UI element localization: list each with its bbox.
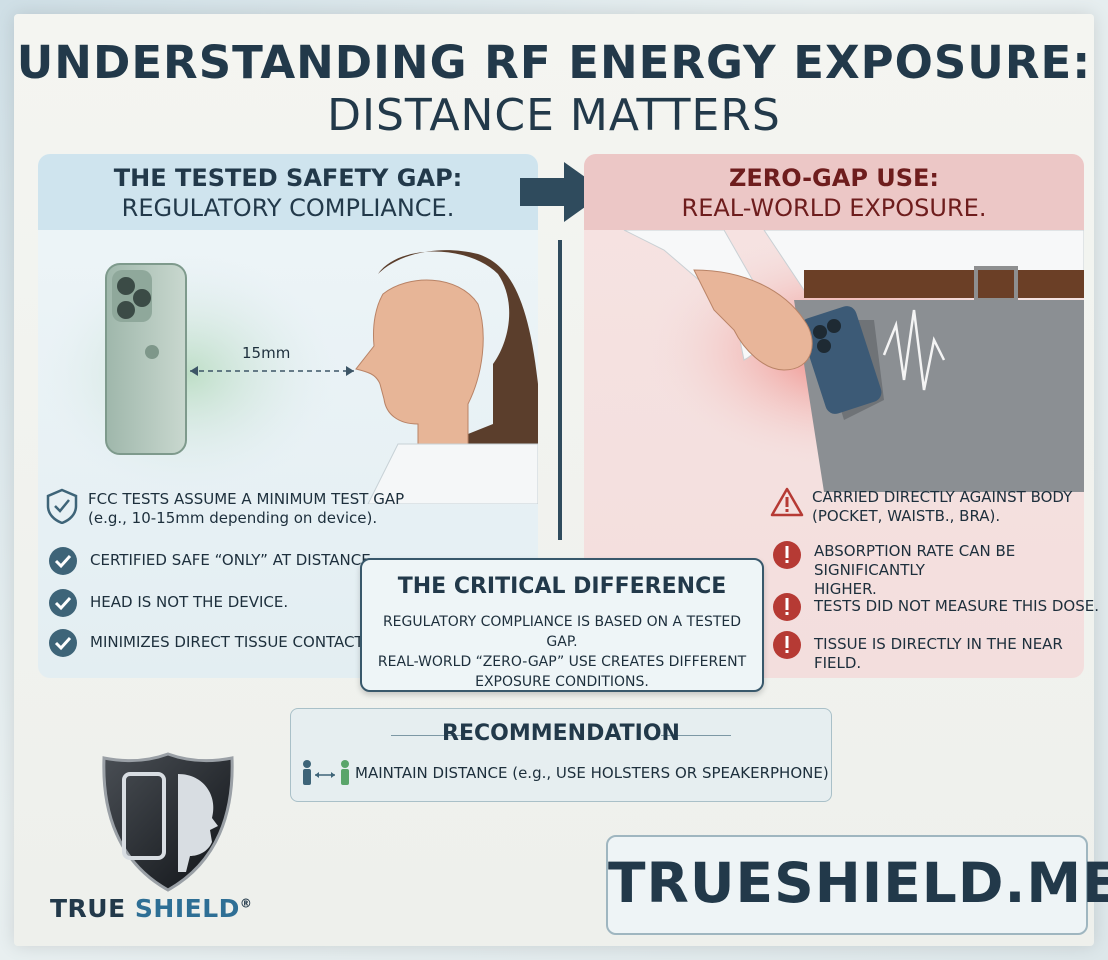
item-text: HEAD IS NOT THE DEVICE. — [90, 593, 289, 611]
item-text: TISSUE IS DIRECTLY IN THE NEAR FIELD. — [814, 635, 1063, 672]
people-distance-icon — [303, 760, 349, 785]
center-divider — [558, 240, 562, 540]
exclamation-circle-icon — [773, 541, 801, 569]
phone-in-pocket-icon — [800, 306, 882, 414]
item-text: MINIMIZES DIRECT TISSUE CONTACT. — [90, 633, 367, 651]
list-item: TISSUE IS DIRECTLY IN THE NEAR FIELD. — [772, 630, 1102, 672]
list-item: CARRIED DIRECTLY AGAINST BODY (POCKET, W… — [770, 486, 1100, 526]
zero-gap-heading: ZERO-GAP USE: — [728, 164, 940, 192]
critical-line-3: EXPOSURE CONDITIONS. — [475, 674, 649, 690]
exclamation-circle-icon — [773, 631, 801, 659]
critical-difference-box: THE CRITICAL DIFFERENCE REGULATORY COMPL… — [360, 558, 764, 692]
item-text: TESTS DID NOT MEASURE THIS DOSE. — [814, 597, 1099, 615]
exclamation-circle-icon — [773, 593, 801, 621]
zero-gap-illustration — [623, 230, 1084, 492]
divider — [661, 735, 731, 736]
warning-triangle-icon — [770, 487, 804, 517]
tested-gap-subheading: REGULATORY COMPLIANCE. — [121, 194, 455, 222]
recommendation-text: MAINTAIN DISTANCE (e.g., USE HOLSTERS OR… — [355, 764, 829, 782]
critical-difference-title: THE CRITICAL DIFFERENCE — [397, 574, 727, 599]
item-text: CARRIED DIRECTLY AGAINST BODY — [812, 488, 1073, 506]
list-item: CERTIFIED SAFE “ONLY” AT DISTANCE. — [48, 546, 528, 575]
zero-gap-header: ZERO-GAP USE: REAL-WORLD EXPOSURE. — [584, 154, 1084, 230]
shield-check-icon — [46, 488, 78, 524]
item-subtext: (e.g., 10-15mm depending on device). — [88, 509, 378, 527]
title-line-1: UNDERSTANDING RF ENERGY EXPOSURE: — [16, 36, 1092, 89]
list-item: HEAD IS NOT THE DEVICE. — [48, 588, 528, 617]
brand-wordmark: TRUE SHIELD® — [50, 894, 252, 923]
item-text: FCC TESTS ASSUME A MINIMUM TEST GAP — [88, 490, 405, 508]
website-url-box[interactable]: TRUESHIELD.ME — [606, 835, 1108, 935]
brand-word-true: TRUE — [50, 894, 126, 923]
tested-gap-heading: THE TESTED SAFETY GAP: — [113, 164, 463, 192]
item-subtext: (POCKET, WAISTB., BRA). — [812, 507, 1001, 525]
list-item: TESTS DID NOT MEASURE THIS DOSE. — [772, 592, 1102, 621]
list-item: FCC TESTS ASSUME A MINIMUM TEST GAP (e.g… — [46, 488, 526, 528]
critical-line-1: REGULATORY COMPLIANCE IS BASED ON A TEST… — [382, 614, 742, 650]
website-url[interactable]: TRUESHIELD.ME — [608, 851, 1108, 915]
item-subtext: HIGHER. — [814, 580, 877, 598]
divider — [391, 735, 461, 736]
distance-label: 15mm — [242, 344, 291, 362]
registered-mark: ® — [239, 896, 253, 911]
item-text: ABSORPTION RATE CAN BE SIGNIFICANTLY — [814, 542, 1016, 579]
tested-gap-illustration — [38, 250, 538, 504]
man-profile-icon — [355, 250, 538, 504]
check-circle-icon — [49, 629, 77, 657]
critical-line-2: REAL-WORLD “ZERO-GAP” USE CREATES DIFFER… — [377, 654, 747, 670]
zero-gap-subheading: REAL-WORLD EXPOSURE. — [681, 194, 987, 222]
brand-word-shield: SHIELD — [134, 894, 240, 923]
critical-difference-body: REGULATORY COMPLIANCE IS BASED ON A TEST… — [372, 612, 752, 692]
check-circle-icon — [49, 589, 77, 617]
list-item: MINIMIZES DIRECT TISSUE CONTACT. — [48, 628, 528, 657]
item-text: CERTIFIED SAFE “ONLY” AT DISTANCE. — [90, 551, 376, 569]
shield-logo — [102, 752, 234, 892]
check-circle-icon — [49, 547, 77, 575]
recommendation-box: RECOMMENDATION MAINTAIN DISTANCE (e.g., … — [290, 708, 832, 802]
tested-gap-header: THE TESTED SAFETY GAP: REGULATORY COMPLI… — [38, 154, 538, 230]
zero-gap-panel: ZERO-GAP USE: REAL-WORLD EXPOSURE. — [584, 154, 1084, 678]
tested-gap-panel: THE TESTED SAFETY GAP: REGULATORY COMPLI… — [38, 154, 538, 678]
list-item: ABSORPTION RATE CAN BE SIGNIFICANTLY HIG… — [772, 540, 1102, 598]
title-line-2: DISTANCE MATTERS — [327, 90, 781, 141]
phone-icon — [105, 263, 187, 455]
recommendation-title: RECOMMENDATION — [442, 721, 680, 746]
